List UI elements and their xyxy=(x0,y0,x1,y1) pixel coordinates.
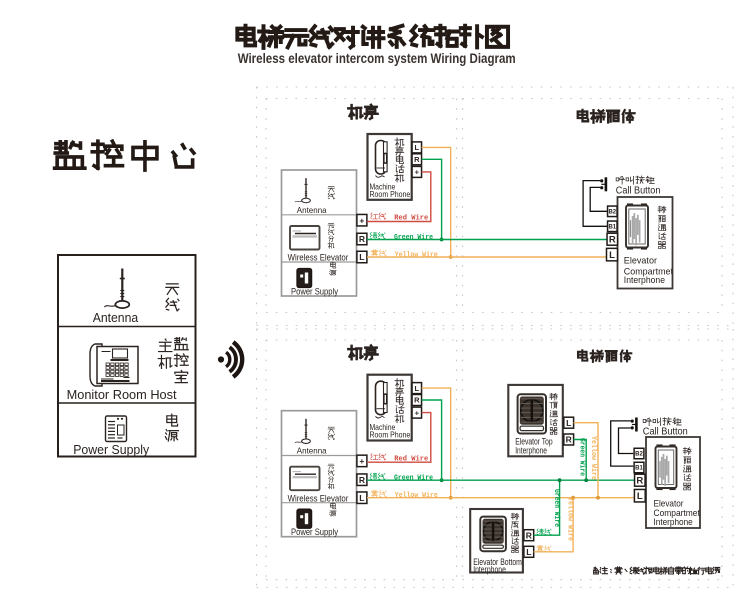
svg-text:Machine: Machine xyxy=(370,181,396,191)
svg-text:R: R xyxy=(636,476,643,487)
svg-text:Green Wire: Green Wire xyxy=(394,234,433,242)
svg-text:Machine: Machine xyxy=(370,422,396,432)
svg-text:B2: B2 xyxy=(635,452,643,458)
svg-text:+: + xyxy=(359,215,364,225)
svg-text:L: L xyxy=(526,547,531,557)
svg-text:Elevator: Elevator xyxy=(624,255,657,266)
svg-text:L: L xyxy=(609,250,615,261)
svg-text:Wireless elevator intercom sys: Wireless elevator intercom system Wiring… xyxy=(238,51,516,66)
svg-text:Power Supply: Power Supply xyxy=(73,442,149,457)
svg-text:+: + xyxy=(415,168,420,177)
svg-text:R: R xyxy=(359,475,365,485)
svg-text:Green Wire: Green Wire xyxy=(578,438,586,476)
svg-text:Call Button: Call Button xyxy=(616,185,661,196)
svg-text:Power Supply: Power Supply xyxy=(291,286,338,296)
svg-text:Wireless Elevator: Wireless Elevator xyxy=(288,253,349,263)
svg-text:L: L xyxy=(415,384,420,393)
svg-text:R: R xyxy=(414,396,420,405)
svg-text:B1: B1 xyxy=(635,466,643,472)
svg-text:Green Wire: Green Wire xyxy=(552,489,560,527)
svg-text:Yellow Wire: Yellow Wire xyxy=(589,436,597,480)
svg-text:Monitor Room Host: Monitor Room Host xyxy=(67,387,177,402)
svg-text:R: R xyxy=(609,235,616,246)
svg-text:L: L xyxy=(415,143,420,152)
svg-text:L: L xyxy=(359,493,364,503)
svg-text:Power Supply: Power Supply xyxy=(291,527,338,537)
svg-text:L: L xyxy=(637,491,643,502)
svg-text:Interphone: Interphone xyxy=(473,564,506,574)
svg-text:L: L xyxy=(359,252,364,262)
svg-text:Red Wire: Red Wire xyxy=(394,455,428,463)
svg-text:Interphone: Interphone xyxy=(624,275,665,286)
svg-text:Antenna: Antenna xyxy=(297,446,327,456)
svg-text:Yellow Wire: Yellow Wire xyxy=(395,251,438,259)
svg-text:Room Phone: Room Phone xyxy=(370,189,411,199)
svg-text:R: R xyxy=(526,530,532,540)
svg-text:Yellow Wire: Yellow Wire xyxy=(395,492,438,500)
svg-text:Call Button: Call Button xyxy=(643,427,688,438)
svg-text:Red Wire: Red Wire xyxy=(394,215,428,223)
svg-text:Interphone: Interphone xyxy=(515,445,547,455)
svg-text:Green Wire: Green Wire xyxy=(394,475,433,483)
svg-text:Interphone: Interphone xyxy=(654,517,693,528)
svg-text:R: R xyxy=(359,234,365,244)
svg-text:Elevator Bottom: Elevator Bottom xyxy=(473,557,522,567)
svg-text:Elevator Top: Elevator Top xyxy=(515,437,552,447)
svg-text:Antenna: Antenna xyxy=(297,205,327,215)
svg-text:Wireless Elevator: Wireless Elevator xyxy=(288,493,349,503)
svg-text:Compartmet: Compartmet xyxy=(654,508,701,519)
svg-text:+: + xyxy=(415,408,420,417)
svg-text:R: R xyxy=(566,435,572,445)
svg-text:R: R xyxy=(414,155,420,164)
svg-text:Antenna: Antenna xyxy=(93,311,139,325)
svg-text:Room Phone: Room Phone xyxy=(370,430,411,440)
svg-text:Yellow Wire: Yellow Wire xyxy=(565,497,573,541)
svg-text:+: + xyxy=(359,456,364,466)
svg-text:B1: B1 xyxy=(608,224,616,230)
svg-text:Compartmet: Compartmet xyxy=(624,267,674,278)
svg-text:B2: B2 xyxy=(608,209,616,215)
svg-text:L: L xyxy=(566,418,571,428)
svg-text:Elevator: Elevator xyxy=(654,499,684,510)
